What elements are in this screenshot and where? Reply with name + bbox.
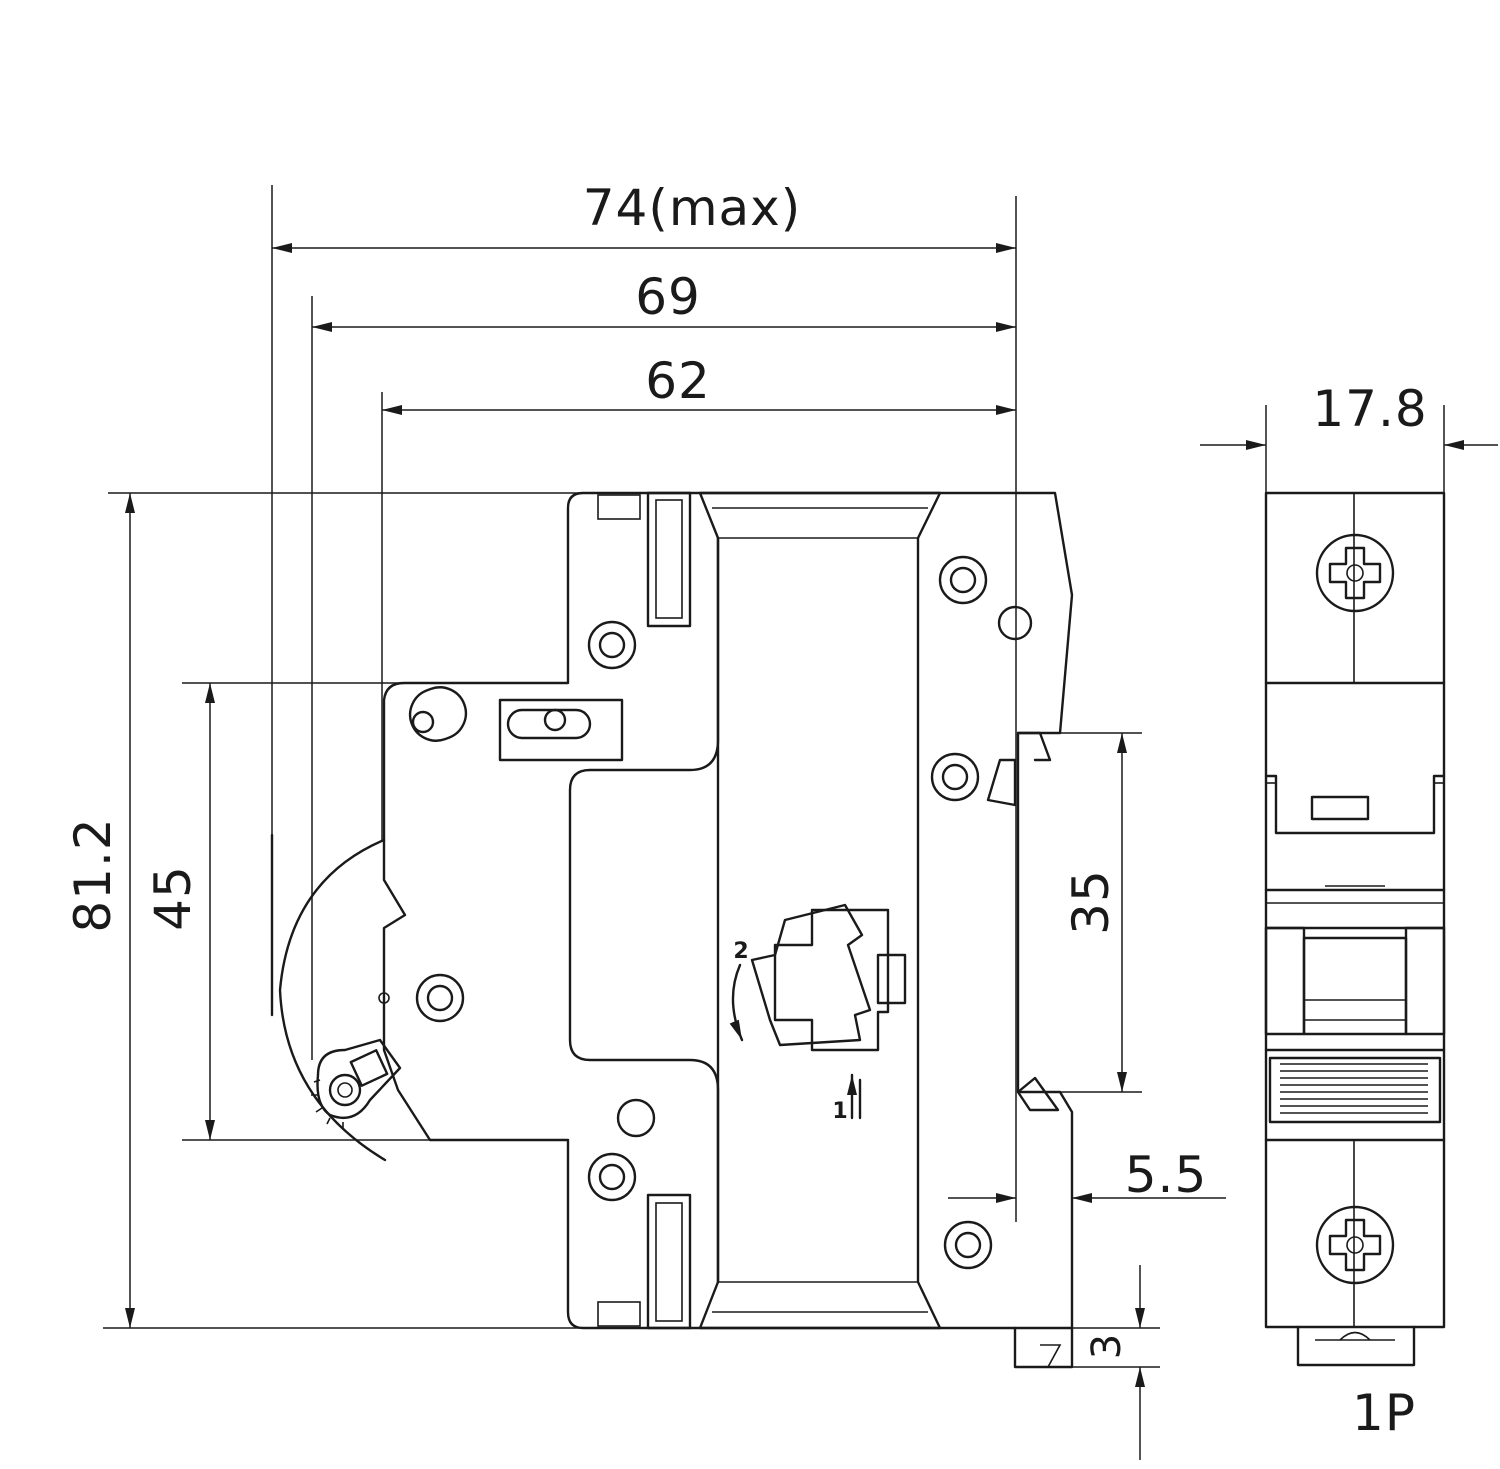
front-din-clip <box>1296 1325 1416 1367</box>
label-overall-width: 74(max) <box>583 179 802 237</box>
handle-left-side <box>1264 926 1306 1036</box>
bottom-screw-icon <box>1315 1205 1395 1285</box>
label-overall-height: 81.2 <box>64 817 122 932</box>
din-clip-foot <box>1013 1326 1074 1369</box>
handle-body <box>1302 936 1408 1036</box>
din-clip-notch <box>1040 1344 1062 1368</box>
lever-guide-slot <box>506 708 592 740</box>
lever-guide <box>498 698 624 762</box>
label-handle-height: 45 <box>144 865 202 931</box>
label-width-69: 69 <box>635 268 701 326</box>
top-latch-notch <box>597 494 641 520</box>
handle-right-side <box>1404 926 1446 1036</box>
din-upper-hook <box>1016 731 1052 762</box>
front-housing <box>1264 491 1446 1329</box>
toggle-arc <box>278 838 387 1162</box>
label-rail-height: 35 <box>1062 869 1120 935</box>
din-upper-catch <box>986 758 1017 807</box>
gear-teeth <box>311 1079 344 1129</box>
operation-symbol <box>729 903 907 1120</box>
inner-body-profile <box>568 536 720 1284</box>
rivets <box>378 555 1033 1270</box>
dimension-lines <box>103 185 1226 1460</box>
pole-count-label: 1P <box>1352 1384 1416 1442</box>
front-din-clip-detail <box>1315 1331 1395 1341</box>
step-two-label: 2 <box>733 939 748 964</box>
label-module-width: 17.8 <box>1312 380 1427 438</box>
top-terminal-slot-inner <box>655 499 683 619</box>
label-clip-depth: 3 <box>1084 1333 1130 1359</box>
housing-outline <box>382 491 1074 1330</box>
step-one-label: 1 <box>832 1099 847 1124</box>
bottom-terminal-slot <box>646 1193 692 1330</box>
bottom-terminal-slot-inner <box>655 1202 683 1322</box>
label-rail-offset: 5.5 <box>1125 1146 1208 1204</box>
din-lower-hook <box>1016 1076 1060 1112</box>
ribbed-grip <box>1268 1056 1442 1124</box>
upper-cam-slot <box>408 686 468 742</box>
front-view <box>1200 405 1498 1367</box>
bottom-latch-notch <box>597 1301 641 1327</box>
front-panel <box>698 491 942 1330</box>
side-view: 2 1 <box>270 491 1074 1369</box>
toggle-indicator <box>349 1049 389 1087</box>
label-width-62: 62 <box>645 352 711 410</box>
top-screw-icon <box>1315 533 1395 613</box>
label-window <box>1264 774 1446 835</box>
top-terminal-slot <box>646 491 692 628</box>
indicator-window <box>1310 795 1370 821</box>
toggle-gear <box>316 1038 402 1120</box>
